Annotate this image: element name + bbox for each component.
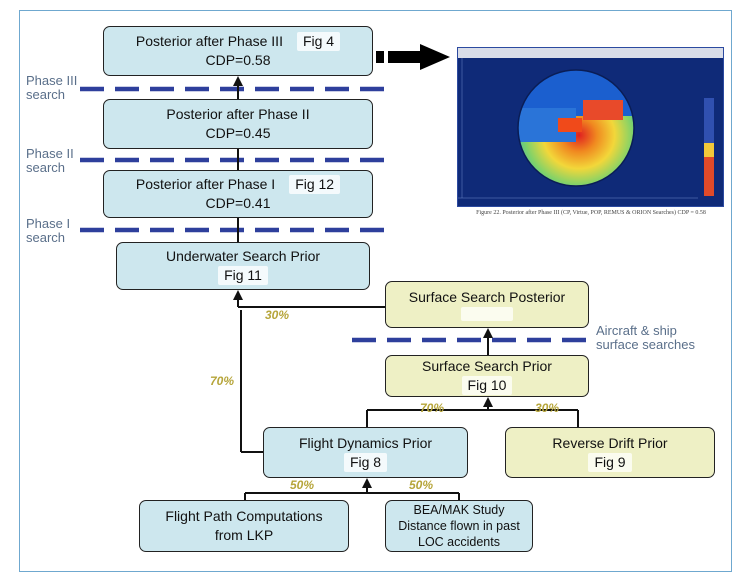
- weight-bea-flight: 50%: [409, 478, 434, 492]
- weight-surface-underwater: 30%: [265, 308, 290, 322]
- posterior-phase1-cdp: CDP=0.41: [205, 195, 271, 211]
- underwater-prior-title: Underwater Search Prior: [165, 248, 321, 264]
- bea-mak-line2: Distance flown in past: [398, 519, 520, 533]
- posterior-phase3-fig: Fig 4: [296, 32, 341, 51]
- weight-path-flight: 50%: [290, 478, 315, 492]
- bea-mak-box: BEA/MAK Study Distance flown in past LOC…: [385, 500, 533, 552]
- surface-posterior-title: Surface Search Posterior: [408, 289, 566, 305]
- posterior-phase3-cdp: CDP=0.58: [205, 52, 271, 68]
- flight-dynamics-prior-box: Flight Dynamics Prior Fig 8: [263, 427, 468, 478]
- reverse-drift-fig: Fig 9: [588, 452, 632, 472]
- flight-dynamics-fig: Fig 8: [343, 452, 388, 472]
- flight-dynamics-title: Flight Dynamics Prior: [298, 434, 433, 451]
- surface-prior-title: Surface Search Prior: [422, 358, 552, 374]
- arrowhead: [483, 397, 493, 407]
- arrow-to-thumbnail: [376, 44, 450, 70]
- posterior-phase2-cdp: CDP=0.45: [205, 125, 271, 141]
- arrowhead: [362, 478, 372, 488]
- underwater-prior-box: Underwater Search Prior Fig 11: [116, 242, 370, 290]
- posterior-phase3-title: Posterior after Phase III: [135, 33, 283, 49]
- posterior-phase1-title: Posterior after Phase I: [135, 176, 276, 192]
- arrowhead: [483, 328, 493, 338]
- surface-posterior-box: Surface Search Posterior: [385, 281, 589, 328]
- arrowhead: [233, 76, 243, 86]
- reverse-drift-prior-box: Reverse Drift Prior Fig 9: [505, 427, 715, 478]
- posterior-map-thumbnail: [457, 47, 724, 207]
- phase3-search-label: Phase III search: [26, 73, 78, 102]
- weight-flight-surface: 70%: [420, 401, 445, 415]
- surface-posterior-blank-patch: [461, 307, 513, 321]
- flight-path-box: Flight Path Computations from LKP: [139, 500, 349, 552]
- reverse-drift-title: Reverse Drift Prior: [552, 434, 668, 451]
- thumbnail-caption: Figure 22. Posterior after Phase III (CP…: [476, 210, 706, 216]
- bea-mak-line1: BEA/MAK Study: [413, 503, 505, 517]
- posterior-phase1-box: Posterior after Phase I Fig 12 CDP=0.41: [103, 170, 373, 218]
- surface-prior-fig: Fig 10: [461, 376, 513, 395]
- phase2-search-label: Phase II search: [26, 146, 74, 175]
- figure-frame: [19, 10, 732, 572]
- posterior-phase1-fig: Fig 12: [289, 175, 341, 194]
- underwater-prior-fig: Fig 11: [218, 266, 268, 285]
- surface-prior-box: Surface Search Prior Fig 10: [385, 355, 589, 397]
- arrowhead: [233, 290, 243, 300]
- weight-flight-underwater: 70%: [210, 374, 235, 388]
- bea-mak-line3: LOC accidents: [418, 535, 500, 549]
- weight-drift-surface: 30%: [535, 401, 560, 415]
- surface-search-label: Aircraft & ship surface searches: [596, 323, 695, 352]
- flight-path-line2: from LKP: [214, 527, 274, 543]
- posterior-phase2-title: Posterior after Phase II: [166, 106, 310, 122]
- flight-path-line1: Flight Path Computations: [165, 508, 323, 524]
- phase1-search-label: Phase I search: [26, 216, 71, 245]
- posterior-phase3-box: Posterior after Phase III Fig 4 CDP=0.58: [103, 26, 373, 76]
- posterior-phase2-box: Posterior after Phase II CDP=0.45: [103, 99, 373, 149]
